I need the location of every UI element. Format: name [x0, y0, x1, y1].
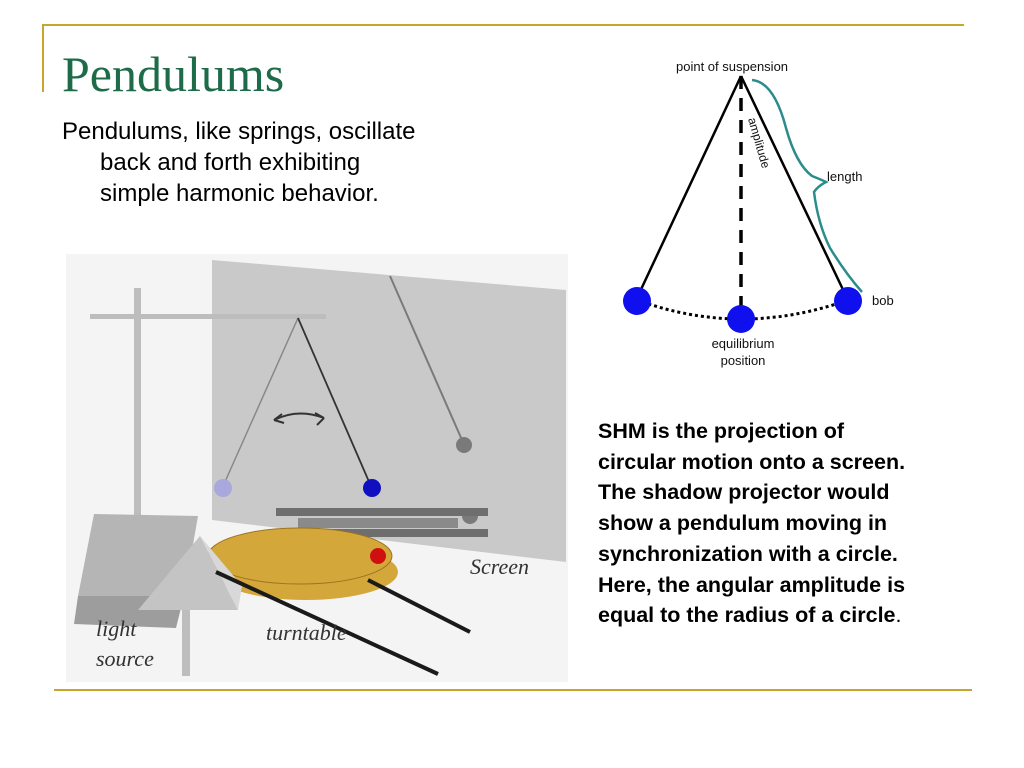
caption-line-last: equal to the radius of a circle.: [598, 600, 998, 631]
pendulum-bob-faded: [214, 479, 232, 497]
string-left: [635, 75, 743, 299]
caption-line-text: equal to the radius of a circle: [598, 603, 896, 628]
label-turntable: turntable: [266, 620, 347, 645]
shadow-projector-illustration: light source turntable Screen: [66, 254, 568, 682]
stand-post: [134, 288, 141, 566]
swing-path: [636, 298, 849, 321]
label-screen: Screen: [470, 554, 529, 579]
swing-arrow-left: [273, 413, 285, 424]
lamp-shade: [138, 536, 238, 610]
shadow-pendulum-string: [389, 275, 463, 441]
caption-line: synchronization with a circle.: [598, 541, 898, 566]
label-light: light: [96, 616, 137, 641]
label-equilibrium: equilibrium: [712, 336, 775, 351]
label-length: length: [827, 169, 862, 184]
pendulum-string-right: [297, 317, 371, 485]
bob-center: [727, 305, 755, 333]
caption-line: The shadow projector would: [598, 480, 890, 505]
string-right: [739, 75, 849, 299]
pendulum-string-left: [223, 317, 299, 485]
bullet-line: simple harmonic behavior.: [100, 180, 379, 207]
rod-front: [215, 570, 439, 676]
bob-right: [834, 287, 862, 315]
bottom-rule: [54, 689, 972, 691]
label-source: source: [96, 646, 154, 671]
label-bob: bob: [872, 293, 894, 308]
swing-arrow-right: [314, 412, 325, 426]
caption-line: Here, the angular amplitude is: [598, 572, 906, 597]
caption-line: circular motion onto a screen.: [598, 449, 906, 474]
bob-left: [623, 287, 651, 315]
turntable-shadow-body: [298, 518, 458, 528]
caption-line: show a pendulum moving in: [598, 511, 888, 536]
left-rule: [42, 24, 44, 92]
label-point-of-suspension: point of suspension: [676, 59, 788, 74]
turntable-ball: [370, 548, 386, 564]
caption-line: SHM is the projection of: [598, 419, 845, 443]
slide-title: Pendulums: [62, 46, 285, 102]
top-rule: [44, 24, 964, 26]
shm-caption: SHM is the projection of circular motion…: [598, 416, 998, 631]
projection-screen: [212, 260, 566, 562]
turntable-shadow-bottom: [276, 529, 488, 537]
label-amplitude: amplitude: [745, 116, 773, 170]
turntable-shadow-top: [276, 508, 488, 516]
pendulum-bob: [363, 479, 381, 497]
label-position: position: [721, 353, 766, 368]
bullet-text: Pendulums, like springs, oscillate back …: [62, 116, 522, 209]
caption-period: .: [895, 603, 902, 628]
lamp-post: [182, 610, 190, 676]
bullet-line: Pendulums, like springs, oscillate: [62, 118, 416, 145]
rod-back: [367, 578, 471, 634]
length-brace: [751, 78, 863, 293]
pendulum-diagram: point of suspension amplitude length bob…: [623, 59, 894, 368]
shadow-pendulum-bob: [456, 437, 472, 453]
turntable-top: [207, 527, 393, 585]
bullet-line: back and forth exhibiting: [100, 149, 361, 176]
stand-arm: [90, 314, 326, 319]
